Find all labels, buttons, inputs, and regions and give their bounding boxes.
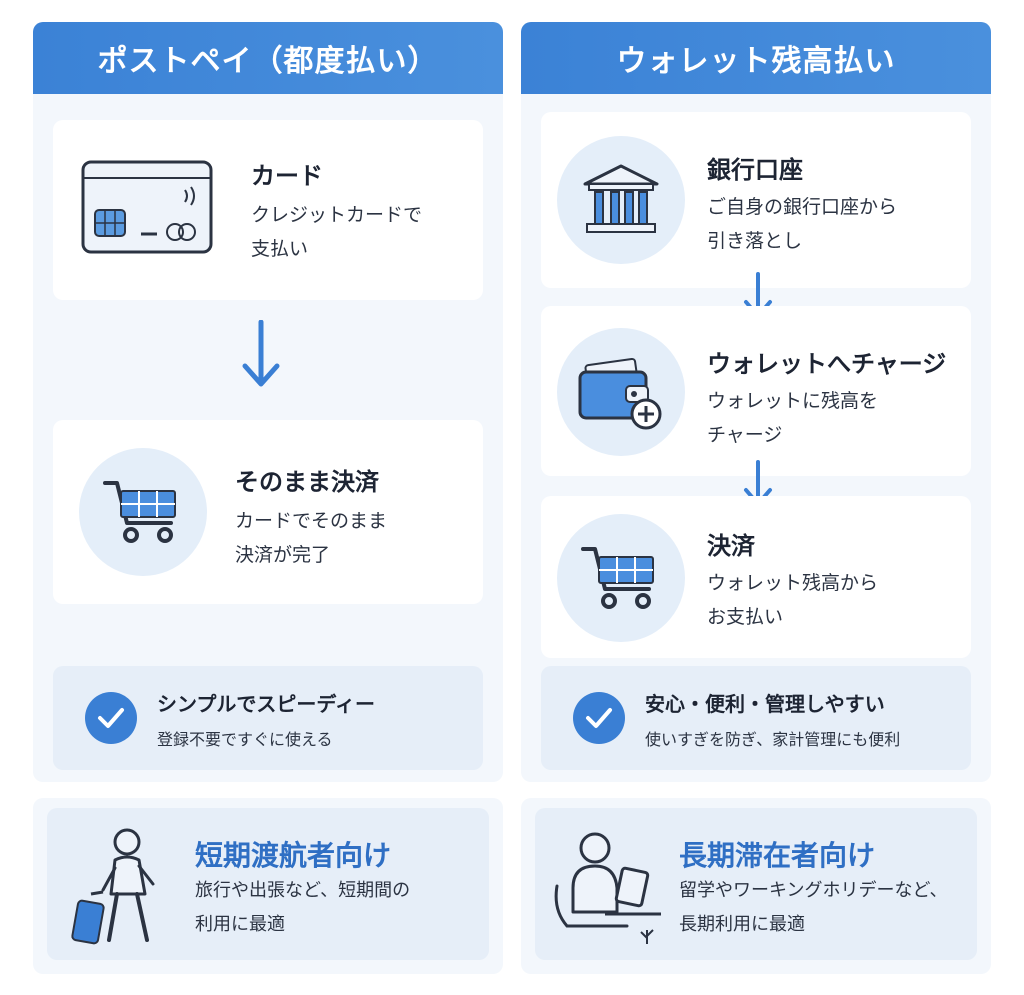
credit-card-icon [81, 160, 213, 254]
step-desc: カードでそのまま 決済が完了 [235, 510, 388, 566]
feature-title: シンプルでスピーディー [157, 692, 375, 716]
step-title: 銀行口座 [707, 156, 803, 184]
payment-step: 決済 ウォレット残高から お支払い [541, 496, 971, 658]
step-desc: ご自身の銀行口座から 引き落とし [707, 196, 898, 252]
feature-box: シンプルでスピーディー 登録不要ですぐに使える [53, 666, 483, 770]
short-stay-target: 短期渡航者向け 旅行や出張など、短期間の 利用に最適 [33, 798, 503, 974]
step-title: カード [251, 162, 323, 190]
step-title: 決済 [707, 532, 755, 560]
target-desc: 旅行や出張など、短期間の 利用に最適 [195, 880, 411, 935]
shopping-cart-icon [79, 448, 207, 576]
postpay-panel: ポストペイ（都度払い） カード クレジットカードで 支払い [33, 22, 503, 782]
check-icon [85, 692, 137, 744]
remote-worker-icon [554, 832, 661, 944]
step-desc: ウォレットに残高を チャージ [707, 390, 879, 446]
step-title: そのまま決済 [235, 468, 379, 496]
bank-icon [557, 136, 685, 264]
step-title: ウォレットへチャージ [707, 350, 947, 378]
check-icon [573, 692, 625, 744]
step-desc: クレジットカードで 支払い [251, 204, 423, 260]
wallet-header: ウォレット残高払い [521, 22, 991, 94]
direct-payment-step: そのまま決済 カードでそのまま 決済が完了 [53, 420, 483, 604]
charge-step: ウォレットへチャージ ウォレットに残高を チャージ [541, 306, 971, 476]
target-title: 短期渡航者向け [195, 839, 392, 872]
target-title: 長期滞在者向け [679, 839, 876, 872]
feature-title: 安心・便利・管理しやすい [645, 692, 885, 716]
feature-desc: 登録不要ですぐに使える [157, 730, 333, 749]
step-desc: ウォレット残高から お支払い [707, 572, 879, 628]
postpay-header: ポストペイ（都度払い） [33, 22, 503, 94]
long-stay-target: 長期滞在者向け 留学やワーキングホリデーなど、 長期利用に最適 [521, 798, 991, 974]
wallet-panel: ウォレット残高払い 銀行口座 ご自身の銀行口座から 引き落とし [521, 22, 991, 782]
bank-step: 銀行口座 ご自身の銀行口座から 引き落とし [541, 112, 971, 288]
arrow-down-icon [242, 320, 280, 387]
target-desc: 留学やワーキングホリデーなど、 長期利用に最適 [679, 880, 948, 935]
feature-box: 安心・便利・管理しやすい 使いすぎを防ぎ、家計管理にも便利 [541, 666, 971, 770]
card-step: カード クレジットカードで 支払い [53, 120, 483, 300]
traveler-icon [71, 828, 155, 945]
feature-desc: 使いすぎを防ぎ、家計管理にも便利 [645, 730, 901, 749]
shopping-cart-icon [557, 514, 685, 642]
wallet-plus-icon [557, 328, 685, 456]
